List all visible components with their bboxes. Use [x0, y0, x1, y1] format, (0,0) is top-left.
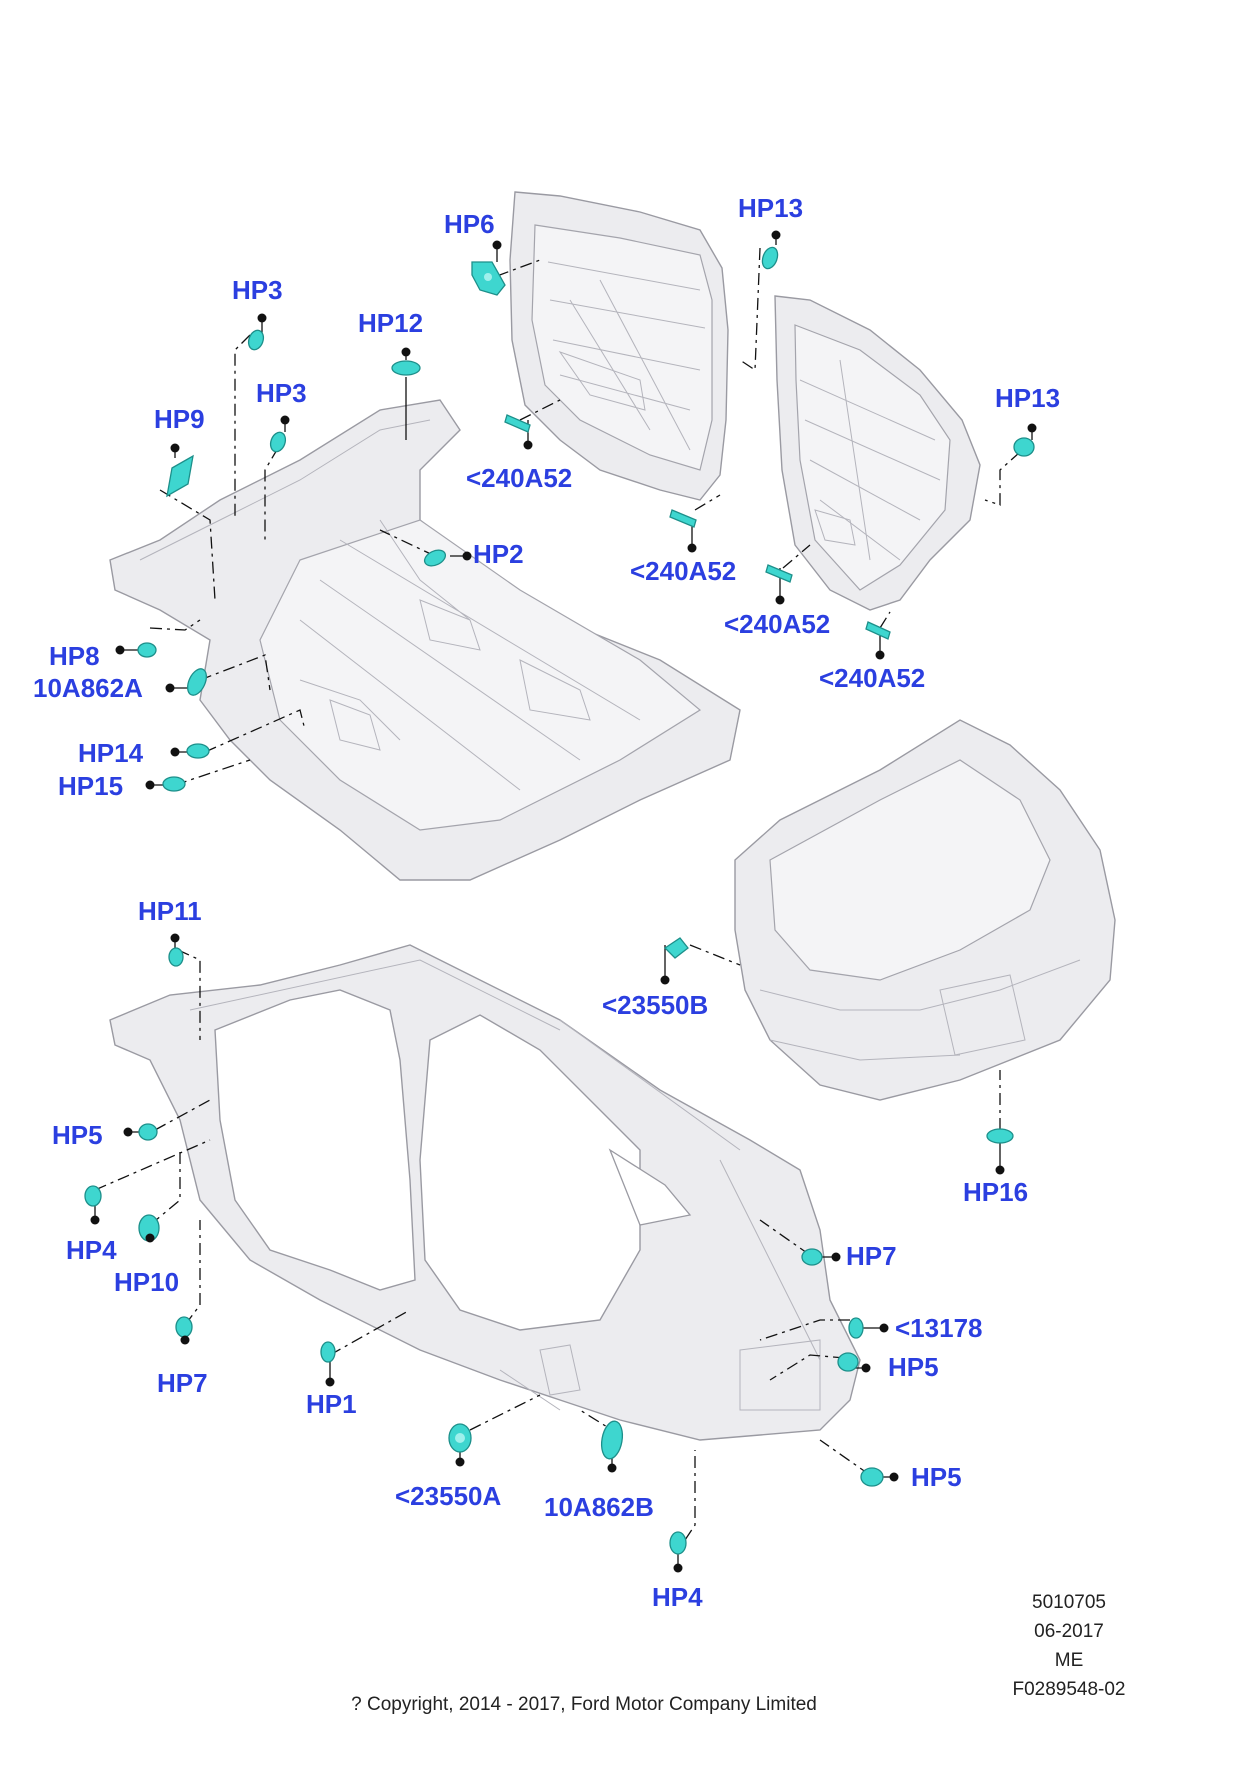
plug-hp4-left	[84, 1185, 102, 1207]
plug-hp1	[320, 1341, 336, 1363]
figure-id: F0289548-02	[1012, 1679, 1125, 1700]
callout-hp13-right[interactable]: HP13	[995, 383, 1060, 413]
plug-hp16	[986, 1128, 1014, 1144]
callout-hp5-left[interactable]: HP5	[52, 1120, 103, 1150]
callout-hp5-right1[interactable]: HP5	[888, 1352, 939, 1382]
callout-23550a[interactable]: <23550A	[395, 1481, 501, 1511]
callout-hp9[interactable]: HP9	[154, 404, 205, 434]
plug-240a52-3	[765, 564, 793, 583]
callout-hp2[interactable]: HP2	[473, 539, 524, 569]
plug-hp7-right	[801, 1248, 823, 1266]
callout-10a862a[interactable]: 10A862A	[33, 673, 143, 703]
plug-hp11	[168, 947, 184, 967]
callout-hp4-bottom[interactable]: HP4	[652, 1582, 703, 1612]
plug-hp4-bottom	[669, 1531, 687, 1555]
callout-hp16[interactable]: HP16	[963, 1177, 1028, 1207]
plug-hp5-left	[138, 1123, 158, 1141]
rear-door-panel	[774, 295, 981, 611]
callout-hp15[interactable]: HP15	[58, 771, 123, 801]
callout-hp12[interactable]: HP12	[358, 308, 423, 338]
plug-hp5-right1	[837, 1352, 859, 1372]
callout-hp11[interactable]: HP11	[138, 896, 202, 926]
leader-dots	[90, 230, 1037, 1573]
plug-hp6	[471, 261, 506, 296]
callout-hp6[interactable]: HP6	[444, 209, 495, 239]
reference-number: 5010705	[1032, 1592, 1106, 1613]
plug-hp3-mid	[269, 431, 287, 453]
plug-13178	[848, 1317, 864, 1339]
plug-hp7-left	[175, 1316, 193, 1338]
callout-240a52-1[interactable]: <240A52	[466, 463, 572, 493]
floor-pan	[109, 399, 741, 881]
callout-240a52-2[interactable]: <240A52	[630, 556, 736, 586]
plug-240a52-2	[669, 509, 697, 528]
callout-hp4-left[interactable]: HP4	[66, 1235, 117, 1265]
plug-hp3-top	[247, 329, 265, 351]
plug-hp2	[423, 549, 447, 567]
plug-hp14	[186, 743, 210, 759]
callout-10a862b[interactable]: 10A862B	[544, 1492, 654, 1522]
tailgate-panel	[734, 719, 1116, 1101]
callout-hp7-right[interactable]: HP7	[846, 1241, 897, 1271]
plug-240a52-4	[865, 621, 891, 640]
callout-240a52-4[interactable]: <240A52	[819, 663, 925, 693]
front-door-panel	[509, 191, 729, 501]
plug-23550b	[663, 937, 689, 959]
plug-23550a	[448, 1423, 472, 1453]
plug-240a52-1	[504, 414, 531, 433]
callout-240a52-3[interactable]: <240A52	[724, 609, 830, 639]
plug-hp13-top	[761, 246, 779, 270]
region-code: ME	[1055, 1650, 1084, 1671]
plug-10a862a	[186, 668, 208, 696]
callout-23550b[interactable]: <23550B	[602, 990, 708, 1020]
diagram-date: 06-2017	[1034, 1621, 1104, 1642]
callout-hp8[interactable]: HP8	[49, 641, 100, 671]
footer-info: 5010705 06-2017 ME F0289548-02 ? Copyrig…	[351, 1592, 1125, 1715]
callout-hp5-right2[interactable]: HP5	[911, 1462, 962, 1492]
callout-hp7-left[interactable]: HP7	[157, 1368, 208, 1398]
callout-hp3-top[interactable]: HP3	[232, 275, 283, 305]
callout-labels: HP6 HP13 HP3 HP12 HP3 HP9 HP13 <240A52 H…	[33, 193, 1060, 1612]
plug-hp9	[166, 454, 194, 498]
plug-10a862b	[600, 1420, 624, 1460]
callout-hp3-mid[interactable]: HP3	[256, 378, 307, 408]
callout-hp10[interactable]: HP10	[114, 1267, 179, 1297]
callout-hp1[interactable]: HP1	[306, 1389, 357, 1419]
plugs	[84, 246, 1035, 1555]
plug-hp13-right	[1013, 437, 1035, 457]
body-side-panel	[109, 944, 861, 1441]
plug-hp15	[162, 776, 186, 792]
copyright-notice: ? Copyright, 2014 - 2017, Ford Motor Com…	[351, 1694, 817, 1715]
callout-13178[interactable]: <13178	[895, 1313, 982, 1343]
callout-hp13-top[interactable]: HP13	[738, 193, 803, 223]
callout-hp14[interactable]: HP14	[78, 738, 144, 768]
plug-hp8	[137, 642, 157, 658]
plug-hp5-right2	[860, 1467, 884, 1487]
plug-hp12	[391, 360, 421, 376]
